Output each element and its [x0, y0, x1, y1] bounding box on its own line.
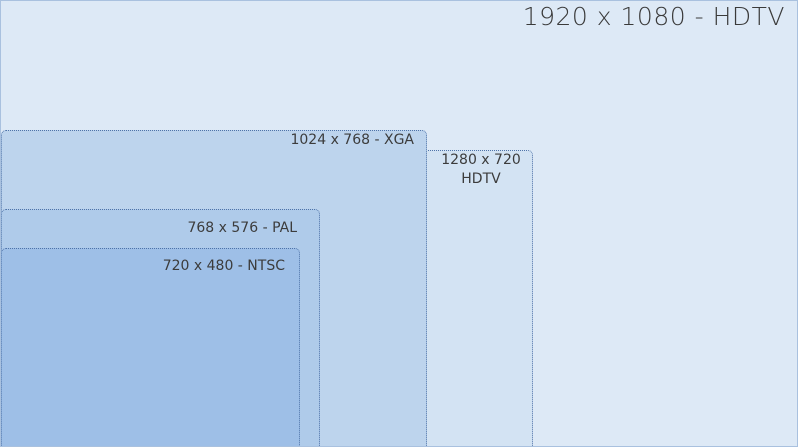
- ntsc-label: 720 x 480 - NTSC: [162, 258, 285, 274]
- xga-label: 1024 x 768 - XGA: [290, 132, 414, 148]
- pal-label: 768 x 576 - PAL: [187, 220, 297, 236]
- ntsc-box: 720 x 480 - NTSC: [1, 248, 300, 446]
- hdtv-1080-label: 1920 x 1080 - HDTV: [522, 2, 785, 31]
- hdtv-720-label: 1280 x 720 HDTV: [441, 152, 521, 187]
